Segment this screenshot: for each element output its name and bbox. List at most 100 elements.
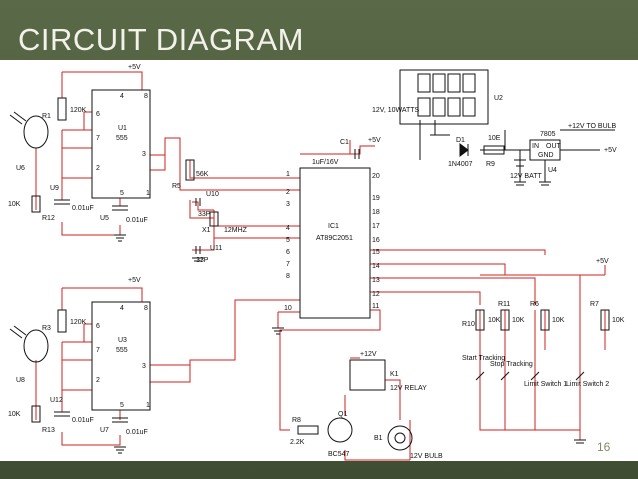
ground-4 [192,257,204,262]
label-u3: U3 [118,337,127,344]
label-pin7: 7 [286,261,290,268]
bulb-filament-icon [394,432,406,444]
label-r1: R1 [42,113,51,120]
label-r9-val: 10E [488,135,501,142]
label-u3-p2: 2 [96,377,100,384]
label-33p-2: 33P [196,257,209,264]
schematic-sheet [0,60,638,461]
label-u3-p8: 8 [144,305,148,312]
cap-u7 [112,417,128,423]
ic-u3-body [91,301,151,411]
label-u9: U9 [50,185,59,192]
label-r10-val: 10K [488,317,501,324]
label-vcc2: +5V [128,277,141,284]
label-sw3: Limit Switch 1 [524,381,567,388]
resistor-r10 [475,309,485,331]
label-mcu: AT89C2051 [316,235,353,242]
label-u1-p6: 6 [96,111,100,118]
label-pin11: 11 [372,303,379,310]
label-r6: R6 [530,301,539,308]
label-r3-val: 120K [70,319,87,326]
label-pin14: 14 [372,263,380,270]
slide-title: CIRCUIT DIAGRAM [18,22,304,57]
resistor-r7 [600,309,610,331]
label-u1-p1: 1 [146,190,150,197]
label-pin5: 5 [286,237,290,244]
label-sw1: Start Tracking [462,355,505,362]
label-k1: K1 [390,371,399,378]
label-u12: U12 [50,397,63,404]
resistor-r8 [297,425,319,435]
label-r9: R9 [486,161,495,168]
label-vcc-c1: +5V [368,137,381,144]
label-u1-p5: 5 [120,190,124,197]
label-b1: B1 [374,435,383,442]
label-pin13: 13 [372,277,380,284]
cap-u10 [195,198,201,206]
label-pin20: 20 [372,173,380,180]
crystal-x1 [209,211,219,227]
label-q1: Q1 [338,411,347,418]
circuit-schematic: +5V U6 R1 120K 10K R12 U9 0.01uF U5 0.01… [8,64,625,461]
label-u5: U5 [100,215,109,222]
label-d1-val: 1N4007 [448,161,473,168]
label-pin4: 4 [286,225,290,232]
label-cap4: 0.01uF [126,429,148,436]
label-pin19: 19 [372,195,380,202]
label-u3-p3: 3 [142,363,146,370]
regulator-u4 [529,139,561,161]
label-r1-val: 120K [70,107,87,114]
label-pin3: 3 [286,201,290,208]
label-pin1: 1 [286,171,290,178]
label-r8: R8 [292,417,301,424]
transistor-q1 [327,417,353,443]
label-panel-watts: 12V, 10WATTS [372,107,420,114]
battery-symbol [514,159,526,167]
label-crystal: 12MHZ [224,227,248,234]
label-pot1: 10K [8,201,21,208]
label-reg-out: OUT [546,143,562,150]
label-u1-p2: 2 [96,165,100,172]
diode-d1 [459,143,469,157]
label-ic1: IC1 [328,223,339,230]
cap-u5 [112,205,128,211]
label-bulb: 12V BULB [410,453,443,460]
label-33p-1: 33P [198,211,211,218]
label-ldr2: U8 [16,377,25,384]
label-pin10: 10 [284,305,292,312]
label-u3-p5: 5 [120,402,124,409]
label-u1-p4: 4 [120,93,124,100]
label-u11: U11 [210,245,222,252]
label-r3: R3 [42,325,51,332]
label-ldr1: U6 [16,165,25,172]
label-vcc1: +5V [128,64,141,71]
label-r7-val: 10K [612,317,625,324]
label-u1: U1 [118,125,127,132]
resistor-r3 [57,309,67,333]
label-r6-val: 10K [552,317,565,324]
label-r13: R13 [42,427,55,434]
label-r5: R5 [172,183,181,190]
solar-panel-u2 [399,69,489,125]
label-555-1: 555 [116,135,128,142]
label-pin18: 18 [372,209,380,216]
cap-u12 [54,411,70,417]
label-u3-p7: 7 [96,347,100,354]
label-u3-p1: 1 [146,402,150,409]
label-pin6: 6 [286,249,290,256]
label-batt: 12V BATT [510,173,542,180]
resistor-r6 [540,309,550,331]
label-r11-val: 10K [512,317,525,324]
label-sw2: Stop Tracking [490,361,533,368]
label-c1: C1 [340,139,349,146]
cap-c1 [354,149,360,159]
label-pin17: 17 [372,223,380,230]
label-reg: 7805 [540,131,556,138]
label-r7: R7 [590,301,599,308]
pot-r12 [31,195,41,213]
label-reg-gnd: GND [538,152,554,159]
label-x1: X1 [202,227,211,234]
label-reg-vcc: +5V [604,147,617,154]
cap-u9 [54,199,70,205]
